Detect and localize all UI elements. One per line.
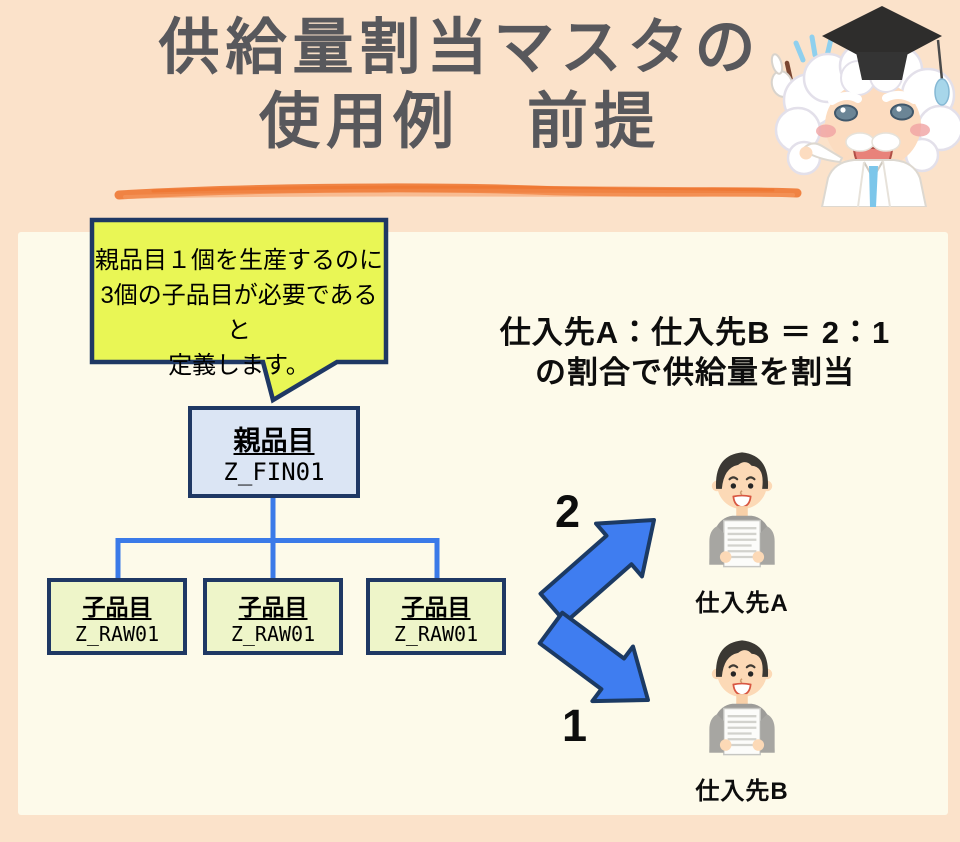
child-item-label: 子品目 bbox=[401, 593, 471, 620]
page-title: 供給量割当マスタの 使用例 前提 bbox=[30, 10, 890, 158]
speech-bubble-text: 親品目１個を生産するのに 3個の子品目が必要であると 定義します。 bbox=[92, 243, 386, 383]
child-item-box-2: 子品目 Z_RAW01 bbox=[203, 578, 343, 655]
graduation-cap-icon bbox=[822, 6, 950, 106]
mascot-mustache bbox=[845, 132, 901, 152]
child-item-code: Z_RAW01 bbox=[74, 621, 160, 646]
allocation-heading: 仕入先A：仕入先B ＝ 2：1 の割合で供給量を割当 bbox=[455, 313, 935, 393]
child-item-box-3: 子品目 Z_RAW01 bbox=[366, 578, 506, 655]
child-item-code: Z_RAW01 bbox=[393, 621, 479, 646]
parent-item-label: 親品目 bbox=[233, 425, 315, 456]
mascot-eyebrows bbox=[828, 91, 918, 105]
mascot-blush bbox=[816, 123, 930, 138]
title-underline-decoration bbox=[114, 183, 802, 200]
child-item-label: 子品目 bbox=[82, 593, 152, 620]
necktie bbox=[869, 166, 878, 207]
ratio-value-supplier-a: 2 bbox=[555, 486, 581, 537]
speech-bubble-line2: 3個の子品目が必要であると bbox=[100, 282, 378, 344]
speech-bubble-line1: 親品目１個を生産するのに bbox=[95, 247, 383, 274]
allocation-heading-line2: の割合で供給量を割当 bbox=[535, 355, 855, 390]
page-title-line2: 使用例 前提 bbox=[258, 87, 661, 155]
supplier-a-figure: 仕入先A bbox=[672, 436, 812, 618]
mascot-eyes bbox=[834, 103, 914, 122]
lab-coat bbox=[799, 142, 928, 207]
professor-mascot-illustration bbox=[770, 6, 960, 207]
supplier-b-figure: 仕入先B bbox=[672, 624, 812, 806]
ratio-value-supplier-b: 1 bbox=[562, 700, 588, 751]
parent-item-box: 親品目 Z_FIN01 bbox=[188, 406, 360, 498]
child-item-code: Z_RAW01 bbox=[230, 621, 316, 646]
supplier-b-label: 仕入先B bbox=[695, 778, 789, 805]
child-item-box-1: 子品目 Z_RAW01 bbox=[47, 578, 187, 655]
child-item-label: 子品目 bbox=[238, 593, 308, 620]
supplier-person-icon bbox=[709, 640, 775, 756]
supplier-a-label: 仕入先A bbox=[695, 590, 789, 617]
parent-item-code: Z_FIN01 bbox=[223, 457, 325, 486]
page-title-line1: 供給量割当マスタの bbox=[158, 13, 762, 81]
supplier-person-icon bbox=[709, 452, 775, 568]
speech-bubble-line3: 定義します。 bbox=[168, 352, 310, 379]
allocation-heading-line1: 仕入先A：仕入先B ＝ 2：1 bbox=[499, 315, 891, 350]
